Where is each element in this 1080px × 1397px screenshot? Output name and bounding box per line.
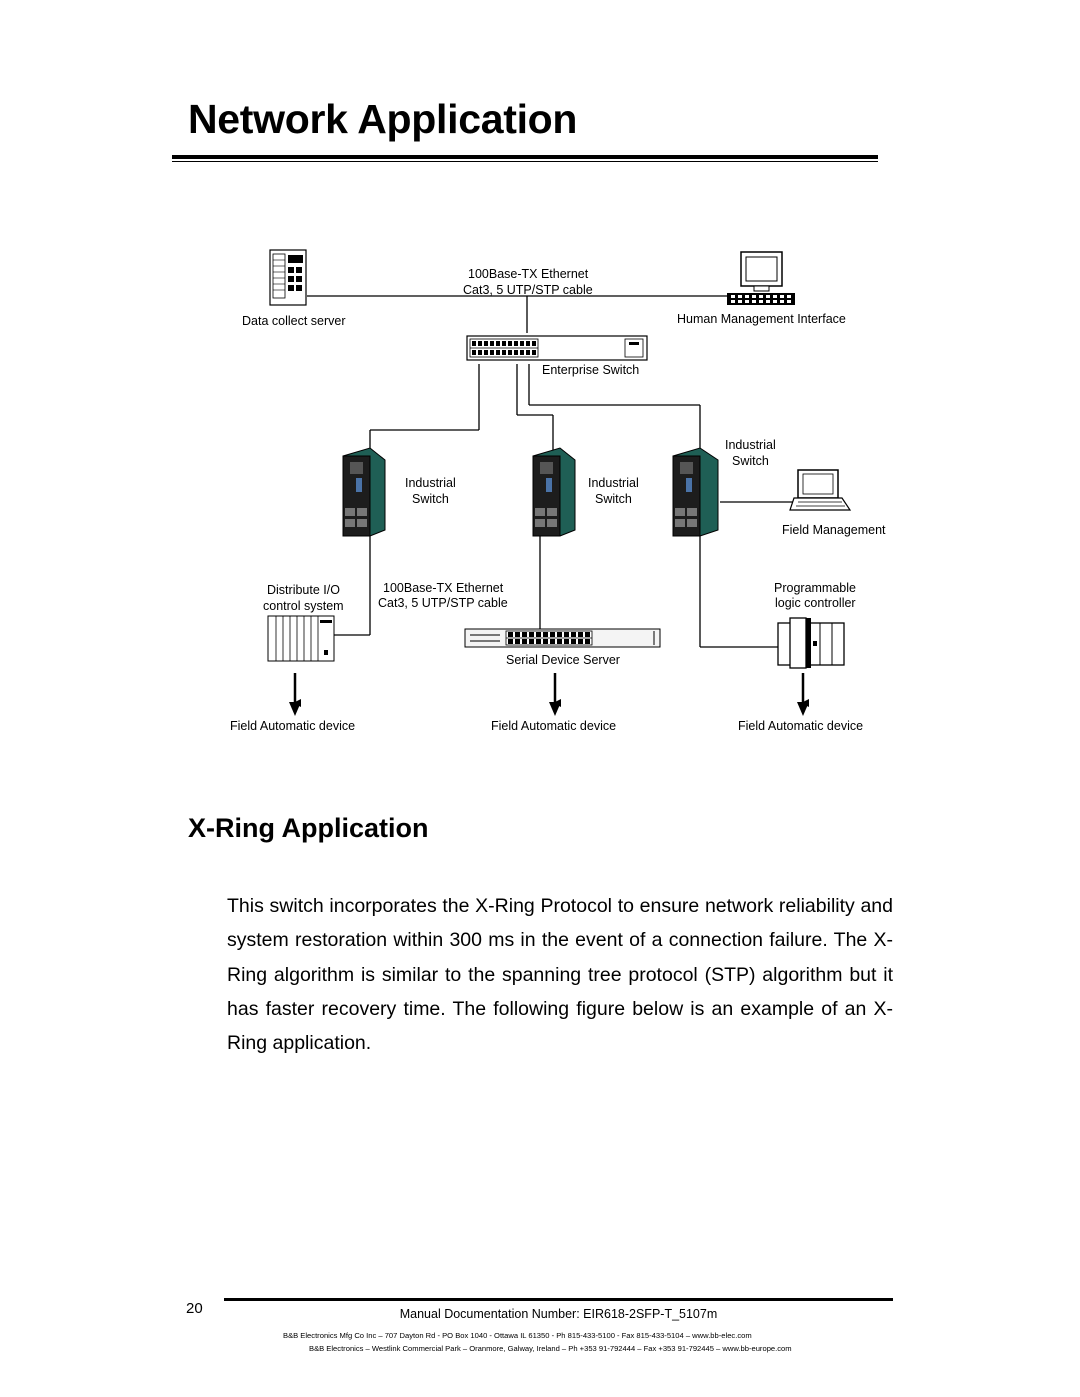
label-industrial-2: Industrial [588,476,639,490]
title-rule-thick [172,155,878,159]
laptop-icon [789,469,852,511]
label-field-automatic-3: Field Automatic device [738,719,863,733]
page-title: Network Application [188,96,578,142]
label-data-collect-server: Data collect server [242,314,346,328]
label-serial-device-server: Serial Device Server [506,653,620,667]
label-industrial-3: Industrial [725,438,776,452]
label-human-mgmt: Human Management Interface [677,312,846,326]
industrial-switch-icon [342,447,386,537]
label-industrial-1: Industrial [405,476,456,490]
network-diagram: Data collect server 100Base-TX Ethernet … [230,249,886,733]
enterprise-switch-icon [466,335,648,361]
label-enterprise-switch: Enterprise Switch [542,363,639,377]
arrows [293,673,809,707]
doc-number: Manual Documentation Number: EIR618-2SFP… [399,1307,718,1321]
label-switch-3: Switch [732,454,769,468]
footer-rule [224,1298,893,1301]
label-plc-line1: Programmable [774,581,856,595]
label-field-management: Field Management [782,523,886,537]
body-paragraph: This switch incorporates the X-Ring Prot… [227,895,893,1055]
label-plc-line2: logic controller [775,596,856,610]
computer-icon [727,251,795,305]
label-distribute-line2: control system [263,599,344,613]
arrowheads [289,702,809,716]
address-line-1: B&B Electronics Mfg Co Inc – 707 Dayton … [283,1331,752,1340]
data-collect-server-icon [269,249,307,306]
label-mid-cable-line1: 100Base-TX Ethernet [383,581,504,595]
label-switch-2: Switch [595,492,632,506]
label-top-cable-line2: Cat3, 5 UTP/STP cable [463,283,593,297]
io-rack-icon [267,615,335,662]
label-distribute-line1: Distribute I/O [267,583,340,597]
page-number: 20 [186,1300,203,1317]
serial-device-server-icon [464,628,661,648]
connection-lines [307,295,821,648]
label-switch-1: Switch [412,492,449,506]
address-line-2: B&B Electronics – Westlink Commercial Pa… [309,1344,792,1353]
label-field-automatic-2: Field Automatic device [491,719,616,733]
plc-icon [777,617,845,669]
section-heading: X-Ring Application [188,813,429,843]
label-top-cable-line1: 100Base-TX Ethernet [468,267,589,281]
industrial-switch-icon [672,447,719,537]
label-field-automatic-1: Field Automatic device [230,719,355,733]
industrial-switch-icon [532,447,576,537]
label-mid-cable-line2: Cat3, 5 UTP/STP cable [378,596,508,610]
title-rule-thin [172,161,878,162]
